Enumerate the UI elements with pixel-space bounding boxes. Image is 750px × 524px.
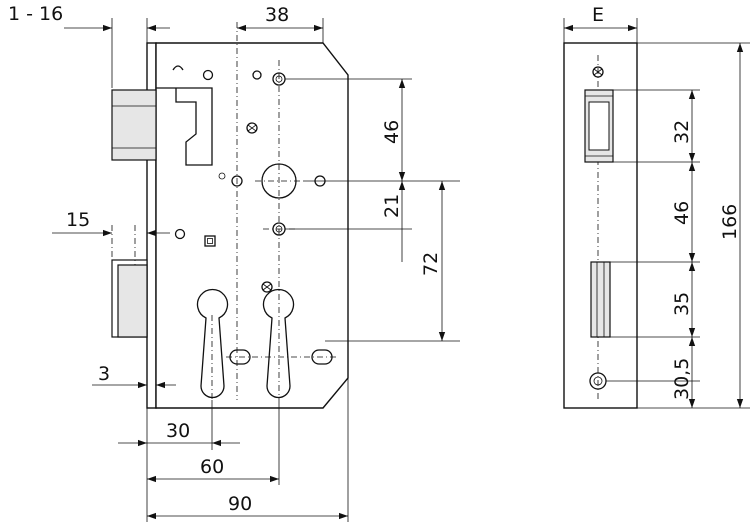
dim-38-label: 38 (265, 4, 289, 26)
dead-bolt (111, 225, 148, 338)
cylinder-hole-right (262, 288, 295, 399)
dim-90-label: 90 (228, 493, 252, 515)
latch-opening (584, 89, 614, 163)
square-hole (204, 235, 216, 247)
dim-32-label: 32 (671, 120, 693, 144)
screw-hole-2 (252, 70, 262, 80)
dim-21-label: 21 (381, 194, 403, 218)
dim-3-label: 3 (98, 363, 110, 385)
deadbolt-opening (590, 261, 611, 338)
lock-front-view (111, 22, 349, 409)
dim-166-label: 166 (719, 204, 741, 240)
latch-bolt (111, 87, 213, 166)
faceplate-dimensions: E 32 46 35 30,5 166 (563, 4, 750, 409)
dim-60-label: 60 (200, 456, 224, 478)
faceplate-view (563, 42, 638, 409)
pin-hole-2 (174, 228, 186, 240)
faceplate-screw-top (592, 66, 604, 78)
pin-hole (202, 69, 214, 81)
dim-15-label: 15 (66, 209, 90, 231)
dim-30-5-label: 30,5 (671, 358, 693, 400)
lock-case (155, 42, 349, 409)
front-dimensions: 1 - 16 38 46 21 72 15 3 30 (8, 3, 460, 522)
side-hole-left (231, 175, 243, 187)
screw-phillips-2 (261, 281, 273, 293)
cylinder-hole-left (196, 288, 229, 399)
dim-46-label: 46 (381, 120, 403, 144)
hook-mark (172, 65, 184, 71)
dim-35-label: 35 (671, 292, 693, 316)
dim-30-label: 30 (166, 420, 190, 442)
dim-72-label: 72 (420, 252, 442, 276)
dim-backset-range-label: 1 - 16 (8, 3, 63, 25)
dim-E-label: E (592, 4, 604, 26)
screw-phillips-1 (246, 122, 258, 134)
dim-46-faceplate-label: 46 (671, 201, 693, 225)
